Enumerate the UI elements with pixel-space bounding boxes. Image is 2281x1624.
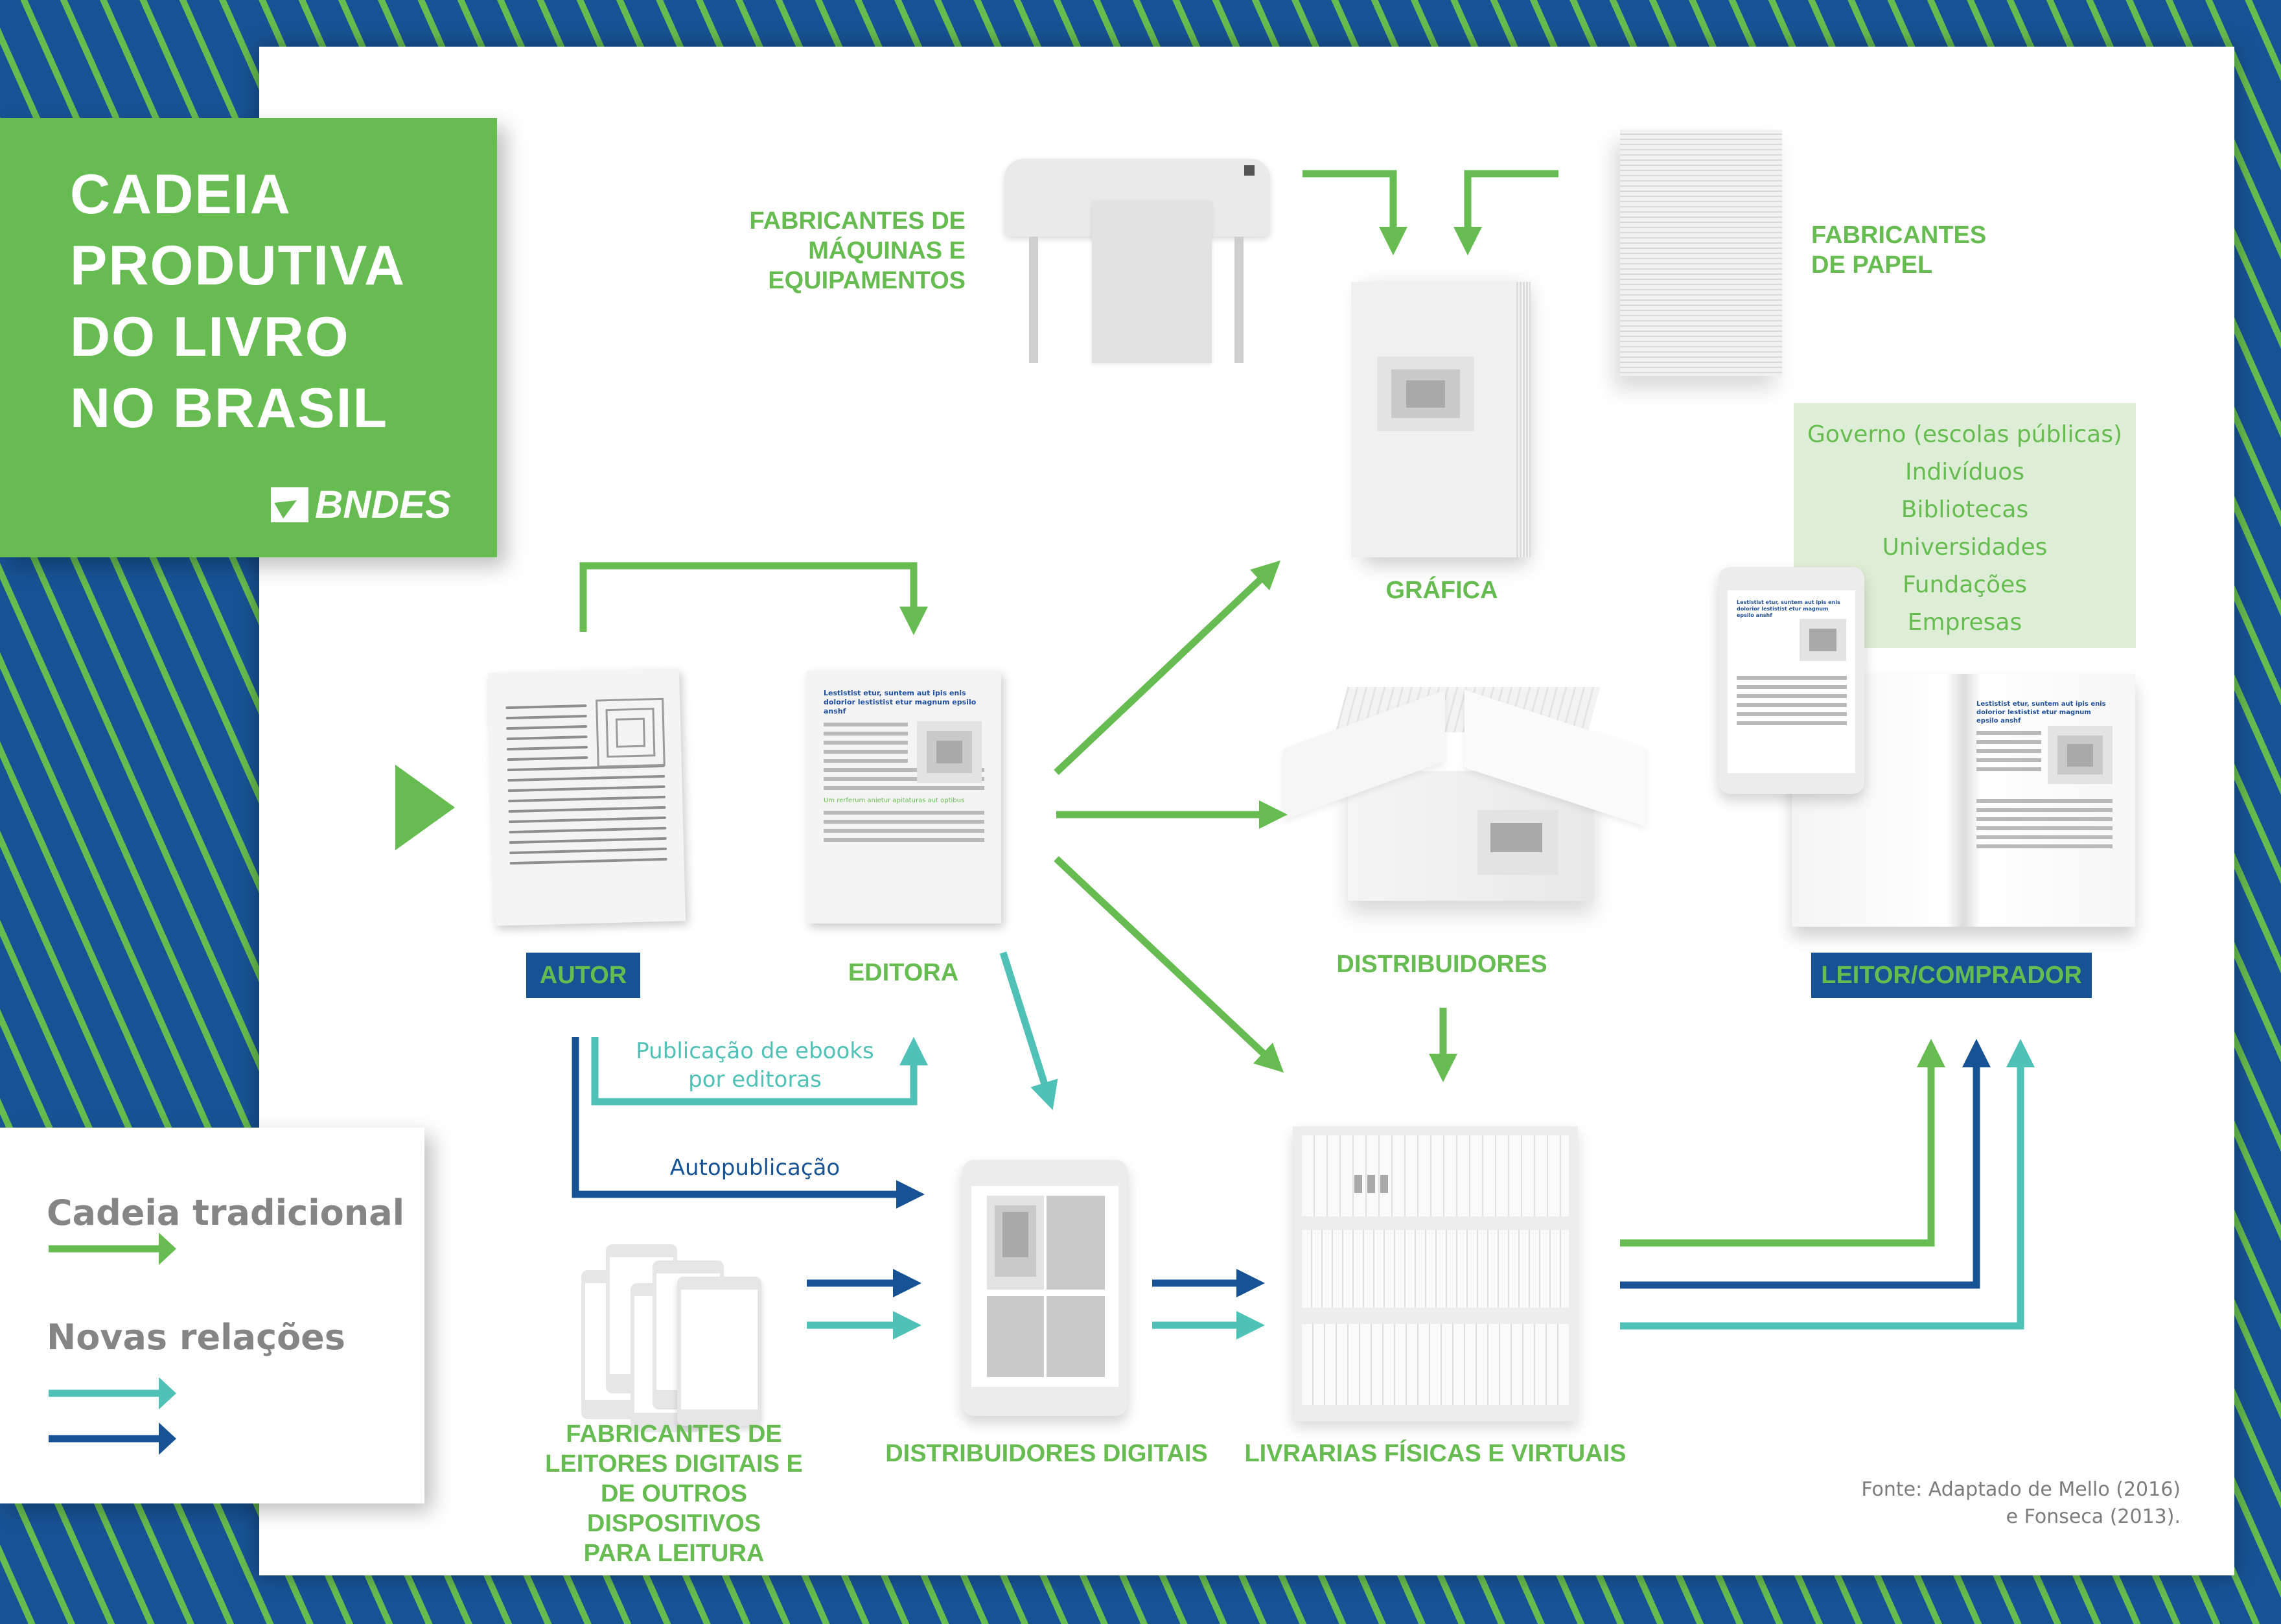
publisher-label: EDITORA	[848, 959, 959, 986]
legend: Cadeia tradicional Novas relações	[0, 1128, 424, 1503]
legend-traditional-label: Cadeia tradicional	[47, 1192, 405, 1233]
start-triangle-icon	[395, 765, 455, 850]
buyer-types-box: Governo (escolas públicas) Indivíduos Bi…	[1794, 403, 2136, 648]
machine-makers-label: FABRICANTES DE MÁQUINAS E EQUIPAMENTOS	[749, 207, 966, 294]
arrow-machines-to-printer	[1303, 170, 1407, 255]
document-subheading: Um rerferum anietur apitaturas aut optib…	[824, 797, 965, 804]
buyer-item: Empresas	[1907, 609, 2022, 636]
digital-distributors-label: DISTRIBUIDORES DIGITAIS	[885, 1440, 1208, 1467]
legend-new-relations-label: Novas relações	[47, 1317, 345, 1358]
buyer-item: Indivíduos	[1905, 459, 2025, 485]
shipping-box-illustration	[1270, 680, 1659, 927]
bndes-logo: BNDES	[271, 482, 451, 527]
source-note: Fonte: Adaptado de Mello (2016) e Fonsec…	[1861, 1478, 2181, 1528]
arrow-publisher-to-digital	[999, 951, 1058, 1110]
reader-buyer-label: LEITOR/COMPRADOR	[1811, 953, 2092, 998]
tablet-heading: Lestistist etur, suntem aut ipis enis do…	[1737, 599, 1840, 618]
devices-illustration	[580, 1244, 765, 1432]
printed-book-illustration	[1351, 282, 1531, 557]
distributors-label: DISTRIBUIDORES	[1336, 951, 1547, 978]
arrow-bookstores-to-reader-green	[1620, 1039, 1945, 1247]
legend-arrows	[49, 1233, 176, 1455]
book-heading: Lestistist etur, suntem aut ipis enis do…	[1976, 701, 2106, 725]
legend-navy-arrowhead	[159, 1422, 176, 1455]
arrow-publisher-to-printer	[1054, 560, 1280, 775]
bookshelf-illustration	[1293, 1126, 1578, 1421]
bookstores-label: LIVRARIAS FÍSICAS E VIRTUAIS	[1244, 1440, 1627, 1467]
arrow-ebook-publishing	[591, 1037, 928, 1106]
arrow-paper-to-printer	[1453, 170, 1558, 255]
ereader-tablet-illustration: Lestistist etur, suntem aut ipis enis do…	[1719, 567, 1864, 794]
bndes-logo-text: BNDES	[315, 483, 452, 526]
digital-tablet-illustration	[962, 1160, 1128, 1416]
buyer-item: Bibliotecas	[1901, 496, 2029, 523]
buyer-item: Governo (escolas públicas)	[1807, 421, 2123, 448]
arrow-bookstores-to-reader-navy	[1620, 1039, 1991, 1289]
printer-shop-label: GRÁFICA	[1385, 577, 1498, 604]
arrow-author-to-publisher	[579, 562, 928, 635]
document-heading: Lestistist etur, suntem aut ipis enis do…	[824, 689, 977, 715]
ebook-publishing-label: Publicação de ebooks por editoras	[636, 1038, 874, 1093]
paper-makers-label: FABRICANTES DE PAPEL	[1811, 222, 1987, 279]
self-publishing-label: Autopublicação	[669, 1155, 840, 1181]
bndes-logo-icon	[271, 487, 308, 522]
buyer-item: Universidades	[1882, 534, 2048, 561]
arrow-publisher-to-bookstores	[1054, 855, 1284, 1073]
edited-document-illustration: Lestistist etur, suntem aut ipis enis do…	[807, 671, 1001, 923]
printer-illustration	[1004, 152, 1270, 366]
legend-teal-arrowhead	[159, 1377, 176, 1409]
author-label: AUTOR	[526, 953, 640, 998]
arrow-self-publishing	[572, 1037, 925, 1209]
legend-green-arrowhead	[159, 1233, 176, 1265]
arrow-bookstores-to-reader-teal	[1620, 1039, 2035, 1330]
title-box	[0, 118, 497, 557]
buyer-item: Fundações	[1902, 572, 2027, 598]
paper-stack-illustration	[1620, 130, 1782, 376]
page-title: CADEIA PRODUTIVA DO LIVRO NO BRASIL	[70, 163, 406, 439]
device-makers-label: FABRICANTES DE LEITORES DIGITAIS E DE OU…	[545, 1421, 803, 1567]
